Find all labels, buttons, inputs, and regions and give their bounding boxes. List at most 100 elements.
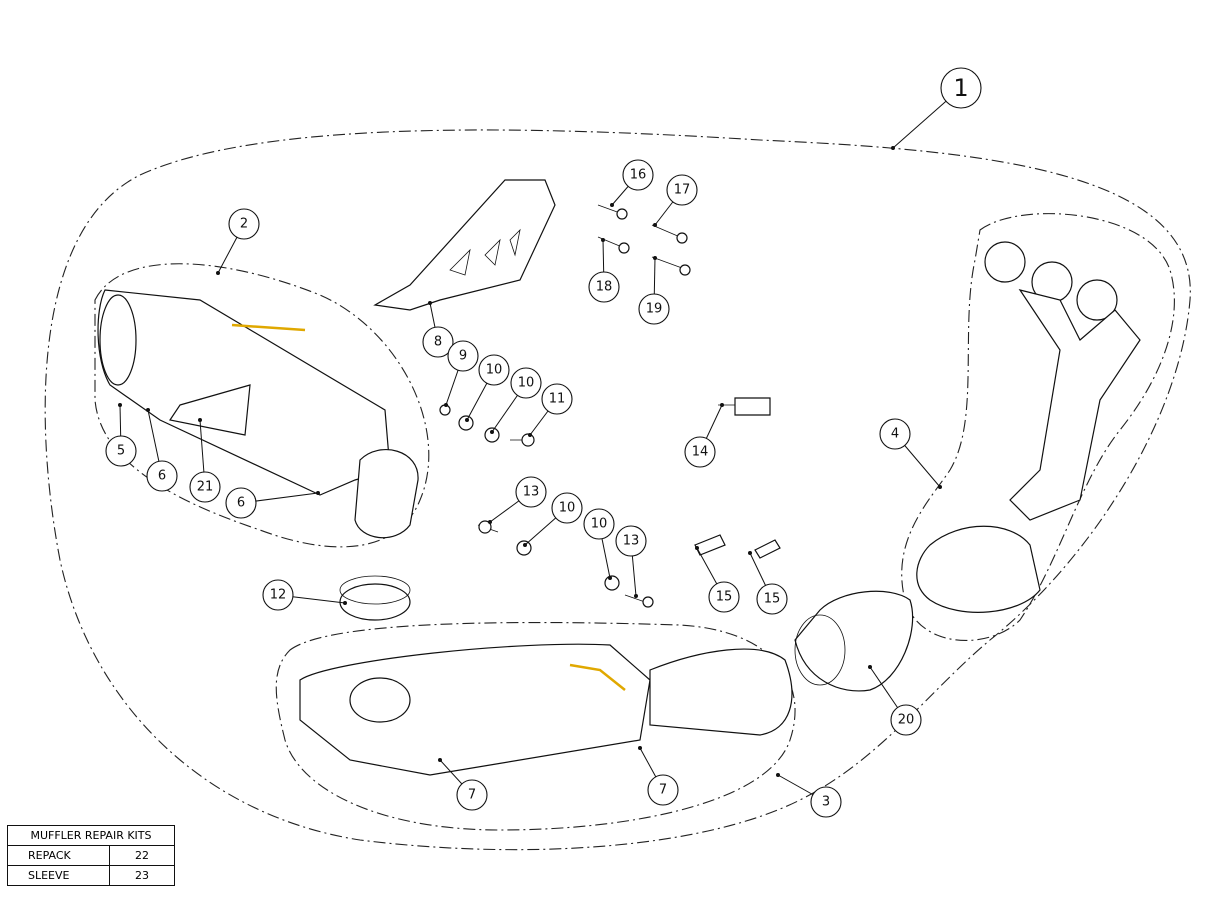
left-muffler [97, 289, 419, 539]
callout-number: 11 [549, 392, 566, 407]
leader-dot [316, 491, 320, 495]
callout-balloon-10 [583, 508, 615, 540]
leader-dot [438, 758, 442, 762]
washers [439, 404, 620, 591]
callout-number: 13 [623, 534, 640, 549]
callout-balloon-14 [684, 436, 716, 468]
callout-number: 1 [953, 74, 968, 102]
callout-balloon-4 [879, 418, 911, 450]
callout-number: 6 [158, 469, 166, 484]
callout-balloon-10 [510, 367, 542, 399]
callout-balloon-7 [647, 774, 679, 806]
leader-dot [891, 146, 895, 150]
callout-number: 8 [434, 335, 442, 350]
mounting-bracket [373, 179, 556, 311]
callout-number: 20 [898, 713, 915, 728]
callout-number: 5 [117, 444, 125, 459]
muffler-repair-kits-table: MUFFLER REPAIR KITS REPACK 22 SLEEVE 23 [7, 825, 175, 886]
leader-dot [488, 520, 492, 524]
outline-headers [901, 213, 1175, 641]
callout-balloon-13 [515, 476, 547, 508]
callout-balloon-20 [890, 704, 922, 736]
callout-balloon-18 [588, 271, 620, 303]
callout-balloon-10 [551, 492, 583, 524]
kit-part-number: 23 [109, 865, 175, 886]
callout-balloon-2 [228, 208, 260, 240]
outline-muffler-left [94, 263, 430, 548]
callout-balloon-10 [478, 354, 510, 386]
kit-label: REPACK [7, 845, 110, 866]
callout-number: 4 [891, 427, 899, 442]
leader-dot [343, 601, 347, 605]
callout-number: 10 [518, 376, 535, 391]
callout-number: 12 [270, 588, 287, 603]
callout-balloon-12 [262, 579, 294, 611]
leader-dot [601, 238, 605, 242]
callout-number: 15 [716, 590, 733, 605]
leader-dot [146, 408, 150, 412]
callout-number: 21 [197, 480, 214, 495]
leader-dot [776, 773, 780, 777]
leader-dot [653, 223, 657, 227]
callout-balloon-1 [940, 67, 982, 109]
leader-dot [608, 576, 612, 580]
callout-balloon-11 [541, 383, 573, 415]
callout-number: 18 [596, 280, 613, 295]
leader-dot [938, 485, 942, 489]
callout-balloon-7 [456, 779, 488, 811]
leader-dot [528, 433, 532, 437]
leader-dot [653, 256, 657, 260]
callout-balloon-3 [810, 786, 842, 818]
callout-number: 6 [237, 496, 245, 511]
right-muffler [299, 643, 793, 776]
kit-label: SLEEVE [7, 865, 110, 886]
callout-balloon-5 [105, 435, 137, 467]
callout-balloon-17 [666, 174, 698, 206]
leader-dot [523, 543, 527, 547]
kit-part-number: 22 [109, 845, 175, 866]
callout-balloon-6 [146, 460, 178, 492]
callout-balloon-8 [422, 326, 454, 358]
callout-number: 17 [674, 183, 691, 198]
leader-dot [748, 551, 752, 555]
callout-number: 19 [646, 302, 663, 317]
sensor-adapters [694, 397, 781, 559]
callout-balloon-9 [447, 340, 479, 372]
callout-number: 3 [822, 795, 830, 810]
leader-dot [610, 203, 614, 207]
callout-balloon-15 [708, 581, 740, 613]
callout-number: 9 [459, 349, 467, 364]
leader-dot [428, 301, 432, 305]
header-pipes [916, 241, 1141, 613]
leader-dot [695, 546, 699, 550]
callout-number: 15 [764, 592, 781, 607]
leader-dot [444, 403, 448, 407]
callout-balloon-6 [225, 487, 257, 519]
callout-number: 10 [559, 501, 576, 516]
table-row: SLEEVE 23 [7, 865, 175, 886]
leader-dot [465, 418, 469, 422]
link-pipe [794, 590, 914, 692]
leader-dot [634, 594, 638, 598]
callout-number: 13 [523, 485, 540, 500]
callout-balloon-21 [189, 471, 221, 503]
outline-muffler-right [275, 621, 796, 831]
table-row: REPACK 22 [7, 845, 175, 866]
leader-dot [720, 403, 724, 407]
callout-balloon-16 [622, 159, 654, 191]
callout-balloon-19 [638, 293, 670, 325]
callout-number: 7 [468, 788, 476, 803]
callout-number: 7 [659, 783, 667, 798]
clamp [339, 575, 411, 621]
outline-complete-system [44, 129, 1191, 851]
leader-dot [868, 665, 872, 669]
callout-number: 10 [486, 363, 503, 378]
leader-dot [638, 746, 642, 750]
callout-balloon-15 [756, 583, 788, 615]
leader-dot [118, 403, 122, 407]
leader-dot [198, 418, 202, 422]
leader-dot [216, 271, 220, 275]
callout-number: 10 [591, 517, 608, 532]
